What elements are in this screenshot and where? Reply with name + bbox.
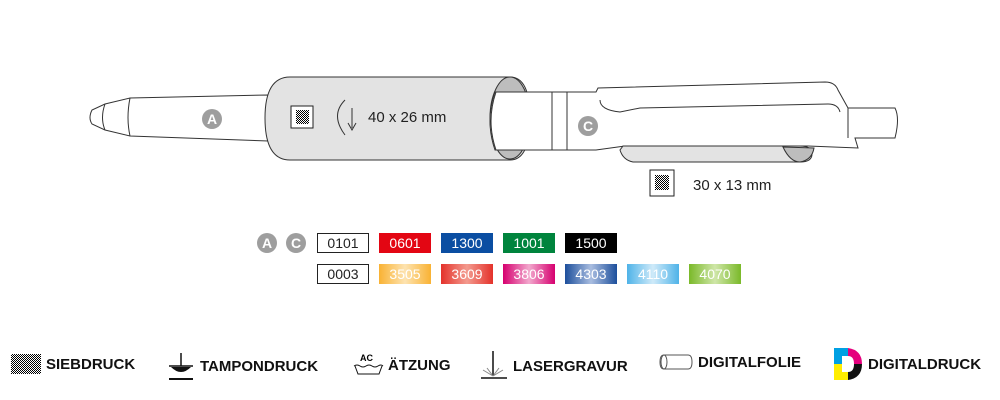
screen-print-icon <box>11 354 41 374</box>
color-swatch-0601: 0601 <box>379 233 431 253</box>
etching-icon: AC <box>353 353 384 375</box>
color-swatch-1300: 1300 <box>441 233 493 253</box>
color-row-2: 0003 3505 3609 3806 4303 4110 4070 <box>317 264 741 284</box>
zone-c-badge: C <box>578 116 598 136</box>
legend-lasergravur: LASERGRAVUR <box>479 350 628 382</box>
color-swatch-1001: 1001 <box>503 233 555 253</box>
color-swatch-4070: 4070 <box>689 264 741 284</box>
color-swatch-1500: 1500 <box>565 233 617 253</box>
legend-aetzung: AC ÄTZUNG <box>352 352 451 378</box>
color-swatch-3806: 3806 <box>503 264 555 284</box>
color-row-1: 0101 0601 1300 1001 1500 <box>317 233 617 253</box>
legend-tampondruck: TAMPONDRUCK <box>166 352 318 380</box>
digital-foil-icon <box>659 354 693 370</box>
legend-digitaldruck: DIGITALDRUCK <box>832 346 981 382</box>
zone-a-badge: A <box>202 109 222 129</box>
pad-print-icon <box>169 353 193 380</box>
color-swatch-3505: 3505 <box>379 264 431 284</box>
color-swatch-0003: 0003 <box>317 264 369 284</box>
svg-text:AC: AC <box>360 353 373 363</box>
color-swatch-0101: 0101 <box>317 233 369 253</box>
color-swatch-4303: 4303 <box>565 264 617 284</box>
laser-engraving-icon <box>481 351 507 379</box>
digital-print-icon <box>834 348 862 380</box>
color-swatch-4110: 4110 <box>627 264 679 284</box>
clip-print-size: 30 x 13 mm <box>693 177 772 194</box>
legend-digitalfolie: DIGITALFOLIE <box>658 352 801 372</box>
barrel-print-size: 40 x 26 mm <box>368 109 447 126</box>
legend-siebdruck: SIEBDRUCK <box>10 352 135 376</box>
color-zone-c-badge: C <box>286 233 306 253</box>
color-zone-a-badge: A <box>257 233 277 253</box>
pen-diagram <box>89 76 898 197</box>
color-swatch-3609: 3609 <box>441 264 493 284</box>
